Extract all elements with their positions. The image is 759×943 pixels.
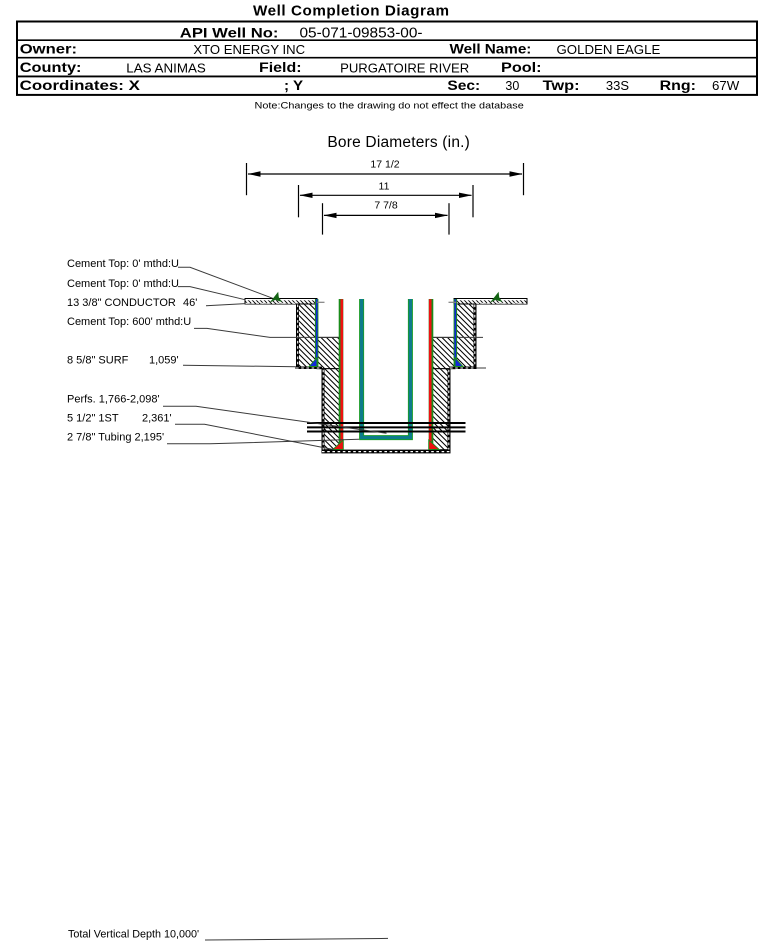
- svg-text:Cement Top: 0' mthd:U: Cement Top: 0' mthd:U: [67, 278, 179, 290]
- svg-text:30: 30: [505, 79, 519, 93]
- svg-text:Coordinates: X: Coordinates: X: [20, 78, 141, 93]
- svg-text:7 7/8: 7 7/8: [374, 200, 398, 212]
- svg-text:05-071-09853-00-: 05-071-09853-00-: [300, 25, 423, 41]
- svg-text:Total Vertical Depth 10,000': Total Vertical Depth 10,000': [68, 929, 199, 941]
- svg-text:XTO ENERGY INC: XTO ENERGY INC: [193, 42, 305, 57]
- svg-text:Well Name:: Well Name:: [450, 42, 532, 57]
- svg-text:PURGATOIRE RIVER: PURGATOIRE RIVER: [340, 61, 469, 76]
- svg-text:Cement Top: 0' mthd:U: Cement Top: 0' mthd:U: [67, 258, 179, 270]
- svg-text:Well Completion Diagram: Well Completion Diagram: [253, 3, 449, 20]
- svg-text:; Y: ; Y: [284, 78, 303, 93]
- svg-text:17 1/2: 17 1/2: [370, 159, 399, 171]
- svg-text:County:: County:: [20, 60, 82, 76]
- svg-text:API Well No:: API Well No:: [180, 26, 279, 41]
- svg-text:Rng:: Rng:: [660, 78, 696, 94]
- svg-text:Cement Top: 600' mthd:U: Cement Top: 600' mthd:U: [67, 316, 191, 328]
- svg-text:Owner:: Owner:: [20, 42, 77, 57]
- svg-text:8 5/8" SURF: 8 5/8" SURF: [67, 355, 129, 367]
- svg-text:Perfs. 1,766-2,098': Perfs. 1,766-2,098': [67, 394, 160, 406]
- svg-text:33S: 33S: [606, 78, 629, 93]
- svg-text:Twp:: Twp:: [543, 78, 580, 94]
- svg-text:LAS ANIMAS: LAS ANIMAS: [126, 61, 206, 75]
- svg-text:Pool:: Pool:: [501, 60, 542, 76]
- svg-text:1,059': 1,059': [149, 355, 179, 367]
- svg-text:13 3/8" CONDUCTOR: 13 3/8" CONDUCTOR: [67, 297, 176, 309]
- svg-text:Note:Changes to the drawing do: Note:Changes to the drawing do not effec…: [255, 101, 525, 111]
- svg-text:Field:: Field:: [259, 60, 302, 76]
- svg-text:46': 46': [183, 297, 197, 309]
- svg-text:2 7/8" Tubing 2,195': 2 7/8" Tubing 2,195': [67, 432, 164, 444]
- svg-text:5 1/2" 1ST: 5 1/2" 1ST: [67, 413, 119, 425]
- svg-text:Bore Diameters (in.): Bore Diameters (in.): [327, 134, 469, 151]
- svg-text:67W: 67W: [712, 78, 740, 93]
- svg-text:11: 11: [379, 180, 390, 192]
- svg-text:Sec:: Sec:: [447, 78, 480, 93]
- svg-text:2,361': 2,361': [142, 413, 172, 425]
- svg-text:GOLDEN EAGLE: GOLDEN EAGLE: [557, 42, 661, 57]
